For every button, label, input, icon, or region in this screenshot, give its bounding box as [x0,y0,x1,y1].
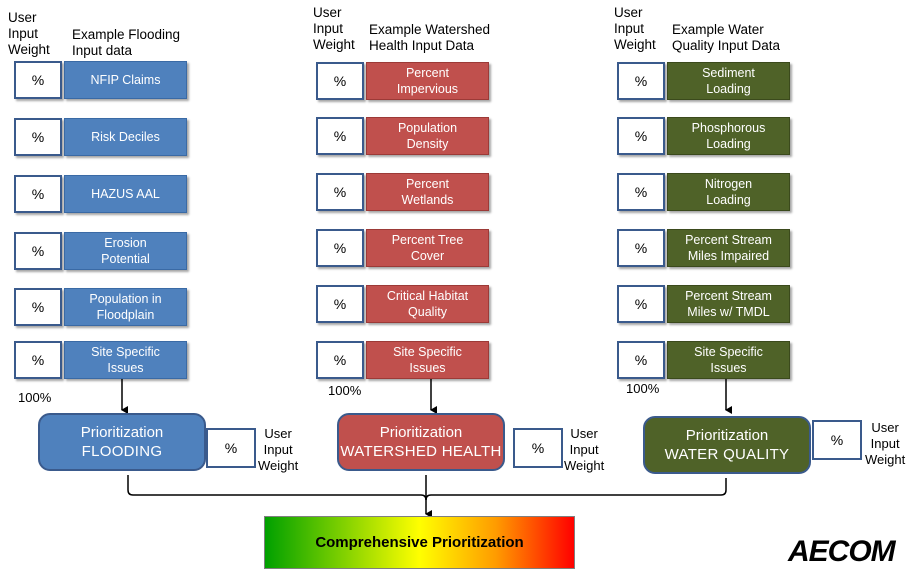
waterquality-item-4: Percent Stream Miles Impaired [667,229,790,267]
waterquality-weight-header: User Input Weight [614,5,656,52]
watershed-prio-title: WATERSHED HEALTH [340,443,502,460]
flooding-item-1: NFIP Claims [64,61,187,99]
waterquality-weight-input-3[interactable]: % [617,173,665,211]
flooding-prio-label: Prioritization [80,424,164,441]
column-arrows [121,378,732,414]
flooding-weight-input-2[interactable]: % [14,118,62,156]
waterquality-prio-weight-input[interactable]: % [812,420,862,460]
waterquality-weight-input-4[interactable]: % [617,229,665,267]
aecom-logo: AECOM [788,535,896,568]
flooding-weight-header: User Input Weight [8,10,50,57]
waterquality-item-1: Sediment Loading [667,62,790,100]
waterquality-item-2: Phosphorous Loading [667,117,790,155]
waterquality-prio-weight-label: User Input Weight [865,420,906,467]
watershed-item-3: Percent Wetlands [366,173,489,211]
watershed-prio-weight-input[interactable]: % [513,428,563,468]
flooding-weight-input-1[interactable]: % [14,61,62,99]
flooding-item-5: Population in Floodplain [64,288,187,326]
waterquality-item-3: Nitrogen Loading [667,173,790,211]
waterquality-weight-input-1[interactable]: % [617,62,665,100]
waterquality-data-header: Example Water Quality Input Data [672,22,781,53]
flooding-weight-input-3[interactable]: % [14,175,62,213]
watershed-data-header: Example Watershed Health Input Data [369,22,491,53]
flooding-item-6: Site Specific Issues [64,341,187,379]
comprehensive-prioritization-bar: Comprehensive Prioritization [264,516,575,569]
watershed-item-4: Percent Tree Cover [366,229,489,267]
watershed-weight-input-4[interactable]: % [316,229,364,267]
waterquality-item-6: Site Specific Issues [667,341,790,379]
watershed-weight-input-1[interactable]: % [316,62,364,100]
flooding-prio-weight-label: User Input Weight [258,426,299,473]
waterquality-weight-input-2[interactable]: % [617,117,665,155]
watershed-item-1: Percent Impervious [366,62,489,100]
flooding-weight-input-6[interactable]: % [14,341,62,379]
waterquality-prio-label: Prioritization [685,427,769,444]
watershed-weight-input-3[interactable]: % [316,173,364,211]
flooding-data-header: Example Flooding Input data [72,27,181,58]
watershed-weight-input-5[interactable]: % [316,285,364,323]
watershed-weight-input-2[interactable]: % [316,117,364,155]
waterquality-weight-input-5[interactable]: % [617,285,665,323]
watershed-prio-weight-label: User Input Weight [564,426,605,473]
flooding-prio-weight-input[interactable]: % [206,428,256,468]
flooding-weight-input-5[interactable]: % [14,288,62,326]
waterquality-prioritization-box: Prioritization WATER QUALITY [643,416,811,474]
watershed-weight-total: 100% [328,383,362,398]
waterquality-item-5: Percent Stream Miles w/ TMDL [667,285,790,323]
watershed-weight-input-6[interactable]: % [316,341,364,379]
flooding-weight-input-4[interactable]: % [14,232,62,270]
watershed-item-5: Critical Habitat Quality [366,285,489,323]
waterquality-prio-title: WATER QUALITY [664,446,790,463]
watershed-item-2: Population Density [366,117,489,155]
waterquality-weight-total: 100% [626,381,660,396]
flooding-prio-title: FLOODING [81,443,163,460]
flooding-item-2: Risk Deciles [64,118,187,156]
flooding-prioritization-box: Prioritization FLOODING [38,413,206,471]
watershed-item-6: Site Specific Issues [366,341,489,379]
watershed-weight-header: User Input Weight [313,5,355,52]
flooding-item-4: Erosion Potential [64,232,187,270]
merge-bracket [127,475,727,518]
waterquality-weight-input-6[interactable]: % [617,341,665,379]
watershed-prio-label: Prioritization [379,424,463,441]
watershed-prioritization-box: Prioritization WATERSHED HEALTH [337,413,505,471]
flooding-item-3: HAZUS AAL [64,175,187,213]
flooding-weight-total: 100% [18,390,52,405]
